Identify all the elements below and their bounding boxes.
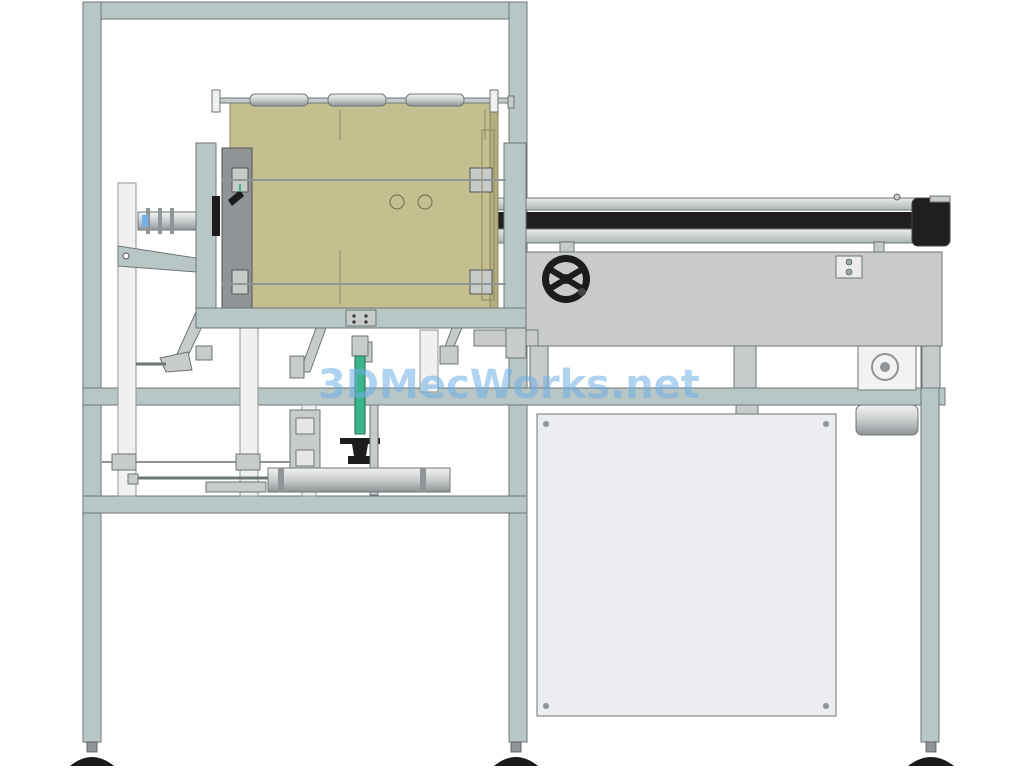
conveyor-base-box bbox=[525, 251, 943, 347]
conveyor-belt bbox=[484, 212, 928, 229]
leveling-foot-icon bbox=[70, 741, 954, 766]
frame-beam-upper bbox=[82, 387, 946, 406]
conveyor-top-rail bbox=[483, 197, 945, 211]
cabinet-panel bbox=[536, 413, 837, 717]
lower-cylinder bbox=[102, 453, 451, 493]
motor-icon bbox=[855, 345, 919, 436]
frame-top-beam bbox=[82, 1, 528, 20]
top-roller-bar bbox=[211, 89, 515, 113]
conveyor bbox=[473, 193, 951, 389]
guide-rods bbox=[222, 179, 506, 285]
left-side-plate bbox=[195, 142, 253, 329]
left-frame bbox=[82, 1, 946, 743]
handwheel-icon bbox=[542, 255, 590, 303]
conveyor-bottom-rail bbox=[483, 228, 929, 244]
forming-bottom-plate bbox=[195, 307, 527, 359]
frame-right-post bbox=[920, 345, 940, 743]
frame-mid-post bbox=[508, 1, 528, 743]
frame-beam-middle bbox=[82, 495, 528, 514]
frame-left-post bbox=[82, 1, 102, 743]
conveyor-end-roller bbox=[911, 197, 951, 247]
carton-box bbox=[229, 97, 499, 309]
link-arm bbox=[117, 208, 213, 373]
